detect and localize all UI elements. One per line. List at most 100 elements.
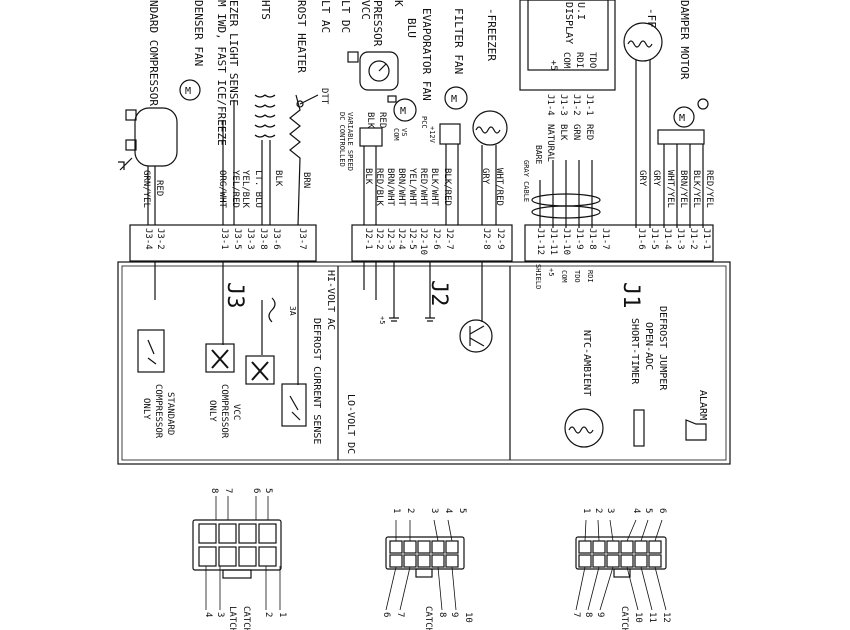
wire-label: RED — [584, 124, 594, 140]
j1-pin: J1-11 — [548, 228, 558, 255]
j2-wire-labels: BLK RED/BLK BRN/WHT BRN/WHT YEL/WHT RED/… — [363, 168, 504, 207]
j2-pin: J2-10 — [418, 228, 428, 255]
ui-pin: J1-2 — [571, 94, 581, 116]
alt-ac-label: LT AC — [319, 0, 332, 33]
damper-motor-label: DAMPER MOTOR — [678, 0, 691, 80]
pressor-label: PRESSOR — [371, 0, 384, 47]
p5b-label: +5 — [378, 316, 386, 324]
wire-label: RED/WHT — [418, 168, 428, 207]
wire-label: NATURAL — [545, 124, 555, 162]
plug-latch: LATCH — [227, 606, 237, 630]
j2-pin: J2-3 — [385, 228, 395, 250]
bare-label: BARE — [534, 145, 543, 164]
wire-label: GRN — [571, 124, 581, 140]
j2-pin: J2-4 — [396, 228, 406, 250]
plug-pin: 6 — [657, 508, 667, 513]
damper-assembly: M GRY GRY WHT/YEL BRN/YEL BLK/YEL RED/YE… — [623, 22, 714, 228]
j2-pin: J2-7 — [444, 228, 454, 250]
j1-pin: J1-7 — [600, 228, 610, 250]
plug-pin: 8 — [209, 488, 219, 493]
wire-label: ORG/WHT — [217, 170, 227, 209]
plug-pin: 7 — [223, 488, 233, 493]
j3-pin: J3-2 — [155, 228, 165, 250]
wire-label: BLK — [558, 124, 568, 141]
hi-volt-label: HI-VOLT AC — [325, 270, 336, 330]
j3-pin: J3-4 — [143, 228, 153, 250]
j1-pin: J1-4 — [662, 228, 672, 250]
vcc-comp-label3: ONLY — [207, 400, 217, 422]
plug-pin: 1 — [277, 612, 287, 617]
p5-label: +5 — [547, 268, 555, 276]
j1-pin: J1-5 — [649, 228, 659, 250]
open-adc-label: OPEN-ADC — [643, 322, 654, 370]
blu-top-label: BLU — [405, 18, 418, 38]
wire-label: YEL/RED — [230, 170, 240, 208]
plug-j1: 1 2 3 4 5 6 7 8 9 10 11 12 CATCH — [571, 508, 671, 630]
evaporator-fan: M VS COM PCC +12V — [387, 95, 436, 144]
j2-pin: J2-9 — [495, 228, 505, 250]
wire-label: YEL/WHT — [407, 168, 417, 207]
j1-pin: J1-1 — [701, 228, 711, 250]
gray-cable-label: GRAY CABLE — [522, 160, 530, 202]
wire-label: YEL/BLK — [240, 170, 250, 209]
compressor-label: NDARD COMPRESSOR — [147, 0, 160, 106]
ui-label: U.I — [575, 2, 586, 20]
condenser-fan-label: DENSER FAN — [192, 0, 205, 66]
svg-text:M: M — [400, 106, 406, 117]
plug-pin: 11 — [647, 612, 657, 623]
wire-label: BLK/RED — [442, 168, 452, 206]
wire-label: BLK/YEL — [691, 170, 701, 208]
std-comp-label3: ONLY — [141, 398, 151, 420]
freezer-light-sense-label: EZER LIGHT SENSE — [227, 0, 240, 106]
j1-pin: J1-10 — [561, 228, 571, 255]
standard-compressor: GRN/YEL RED — [118, 107, 178, 225]
vcc-comp-label: VCC — [231, 404, 241, 420]
j3-label: J3 — [222, 282, 247, 309]
wire-label: BRN — [301, 172, 311, 188]
p12v-label: +12V — [428, 126, 436, 144]
k-top-label: K — [392, 0, 405, 7]
plug-pin: 4 — [443, 508, 453, 513]
j2-pin: J2-5 — [407, 228, 417, 250]
dtt-label: DTT — [319, 88, 329, 105]
plug-pin: 5 — [643, 508, 653, 513]
j2-pin: J2-2 — [374, 228, 384, 250]
freezer-label: -FREEZER — [485, 8, 498, 61]
j1-pin: J1-6 — [636, 228, 646, 250]
plug-pin: 12 — [661, 612, 671, 623]
j1-pin: J1-2 — [688, 228, 698, 250]
std-comp-label2: COMPRESSOR — [153, 384, 163, 439]
variable-speed-label: VARIABLE SPEED — [346, 112, 354, 171]
ui-pin: J1-3 — [558, 94, 568, 116]
svg-text:M: M — [185, 86, 191, 97]
j1-pin: J1-9 — [574, 228, 584, 250]
j3-pin: J3-5 — [232, 228, 242, 250]
lo-volt-label: LO-VOLT DC — [345, 394, 356, 454]
wire-label: BLK/WHT — [429, 168, 439, 207]
vcc-compressor: VARIABLE SPEED DC CONTROLLED BLK RED — [338, 51, 399, 225]
lights-coil: ORG/WHT YEL/RED YEL/BLK LT. BLU BLK — [217, 94, 283, 225]
j3-pin: J3-1 — [219, 228, 229, 250]
plug-pin: 1 — [391, 508, 401, 513]
filter-fan: M — [439, 86, 468, 225]
freezer-thermistor — [472, 110, 508, 225]
plug-pin: 6 — [251, 488, 261, 493]
defrost-heater-label: ROST HEATER — [295, 0, 308, 73]
plug-catch: CATCH — [423, 606, 433, 630]
plug-pin: 2 — [593, 508, 603, 513]
plug-catch: CATCH — [241, 606, 251, 630]
plug-pin: 1 — [581, 508, 591, 513]
vs-label: VS — [400, 128, 408, 136]
wire-label: GRY — [651, 170, 661, 187]
wire-label: GRY — [637, 170, 647, 187]
fuse-label: 3A — [288, 306, 297, 316]
svg-text:M: M — [679, 113, 685, 124]
ui-rdi: RDI — [574, 52, 584, 68]
filter-fan-label: FILTER FAN — [452, 8, 465, 74]
plug-pin: 3 — [605, 508, 615, 513]
j1-pin: J1-3 — [675, 228, 685, 250]
j3-pin: J3-7 — [297, 228, 307, 250]
plug-pin: 7 — [571, 612, 581, 617]
j1-label: J1 — [618, 282, 643, 309]
